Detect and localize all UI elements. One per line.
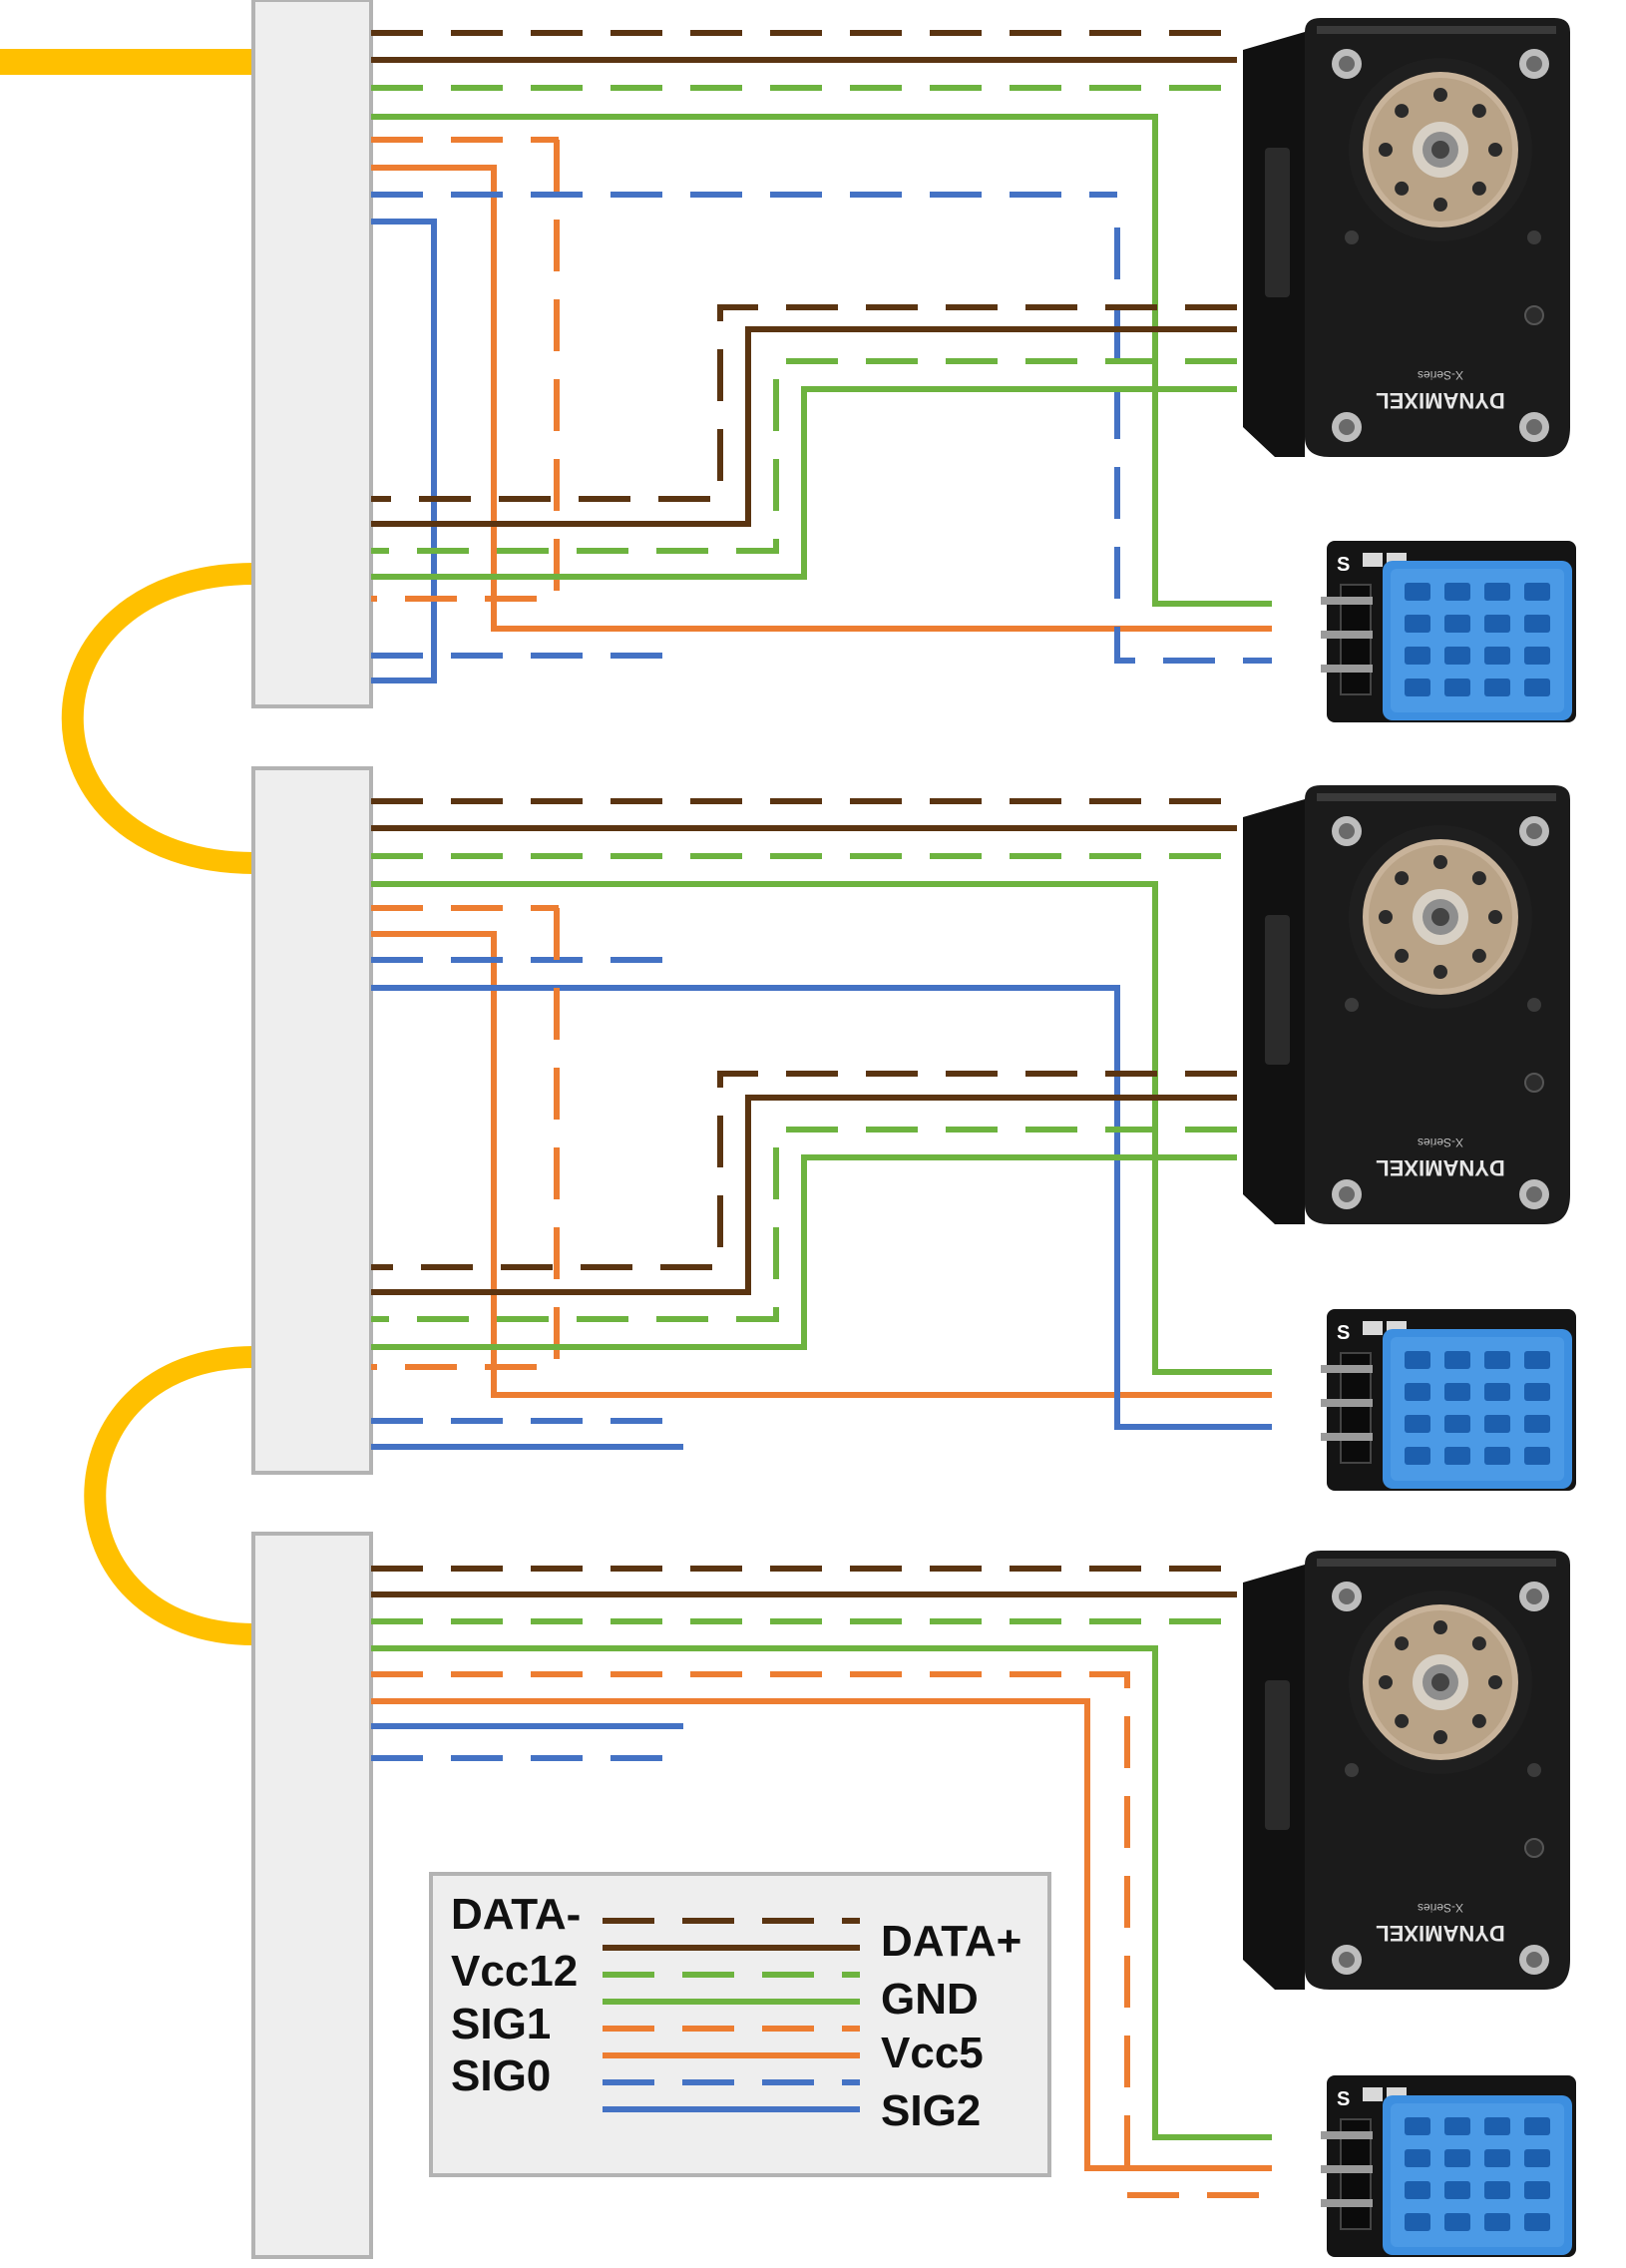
legend-label-right-2: GND	[881, 1975, 979, 2024]
servo-brand-label: DYNAMIXEL	[1376, 1921, 1505, 1946]
wire-sig1-return	[371, 140, 560, 602]
wire-gnd-2	[371, 386, 1237, 580]
wire-gnd-sensor	[371, 1645, 1272, 2140]
humidity-sensor-icon: S	[1321, 2075, 1576, 2257]
legend-label-left-1: DATA-	[451, 1890, 581, 1939]
sensor-pin-label: S	[1337, 1322, 1350, 1344]
wiring-module-3	[371, 1566, 1272, 2198]
wire-vcc5-sensor	[371, 931, 1272, 1398]
servo-series-label: X-Series	[1418, 1901, 1463, 1915]
wire-gnd-2	[371, 1154, 1237, 1350]
wire-vcc5-sensor	[371, 1698, 1272, 2171]
wire-data-plus-2	[371, 1095, 1237, 1295]
connector-panel-2	[251, 766, 373, 1475]
bus-cables	[0, 49, 255, 1645]
bus-cable-link-2-3	[84, 1346, 255, 1645]
wire-sig0-return	[371, 219, 437, 683]
wire-sig2-sensor	[1114, 227, 1272, 664]
legend-box	[429, 1872, 1051, 2177]
legend-label-left-2: Vcc12	[451, 1947, 578, 1996]
servo-series-label: X-Series	[1418, 1135, 1463, 1149]
legend-label-right-3: Vcc5	[881, 2029, 984, 2077]
servo-motor-icon: DYNAMIXEL X-Series	[1243, 1551, 1570, 1990]
wiring-module-2	[371, 798, 1272, 1450]
wire-data-minus-2	[371, 1071, 1237, 1270]
legend-label-right-4: SIG2	[881, 2086, 981, 2135]
wiring-module-1	[371, 30, 1272, 683]
servo-series-label: X-Series	[1418, 368, 1463, 382]
wire-sig2-sensor	[371, 985, 1272, 1430]
legend-label-right-1: DATA+	[881, 1917, 1021, 1966]
wire-sig1-return	[371, 908, 560, 1370]
sensor-pin-label: S	[1337, 2088, 1350, 2110]
servo-motor-icon: DYNAMIXEL X-Series	[1243, 785, 1570, 1224]
legend-label-left-3: SIG1	[451, 2000, 551, 2048]
sensor-pin-label: S	[1337, 554, 1350, 576]
legend-label-left-4: SIG0	[451, 2051, 551, 2100]
bus-cable-link-1-2	[61, 563, 255, 874]
humidity-sensor-icon: S	[1321, 541, 1576, 722]
wire-data-plus-2	[371, 326, 1237, 527]
connector-panel-1	[251, 0, 373, 708]
wire-vcc5-sensor	[371, 165, 1272, 632]
connector-panel-3	[251, 1532, 373, 2259]
wire-data-minus-2	[371, 304, 1237, 502]
servo-brand-label: DYNAMIXEL	[1376, 388, 1505, 413]
servo-motor-icon: DYNAMIXEL X-Series	[1243, 18, 1570, 457]
humidity-sensor-icon: S	[1321, 1309, 1576, 1491]
servo-brand-label: DYNAMIXEL	[1376, 1155, 1505, 1180]
